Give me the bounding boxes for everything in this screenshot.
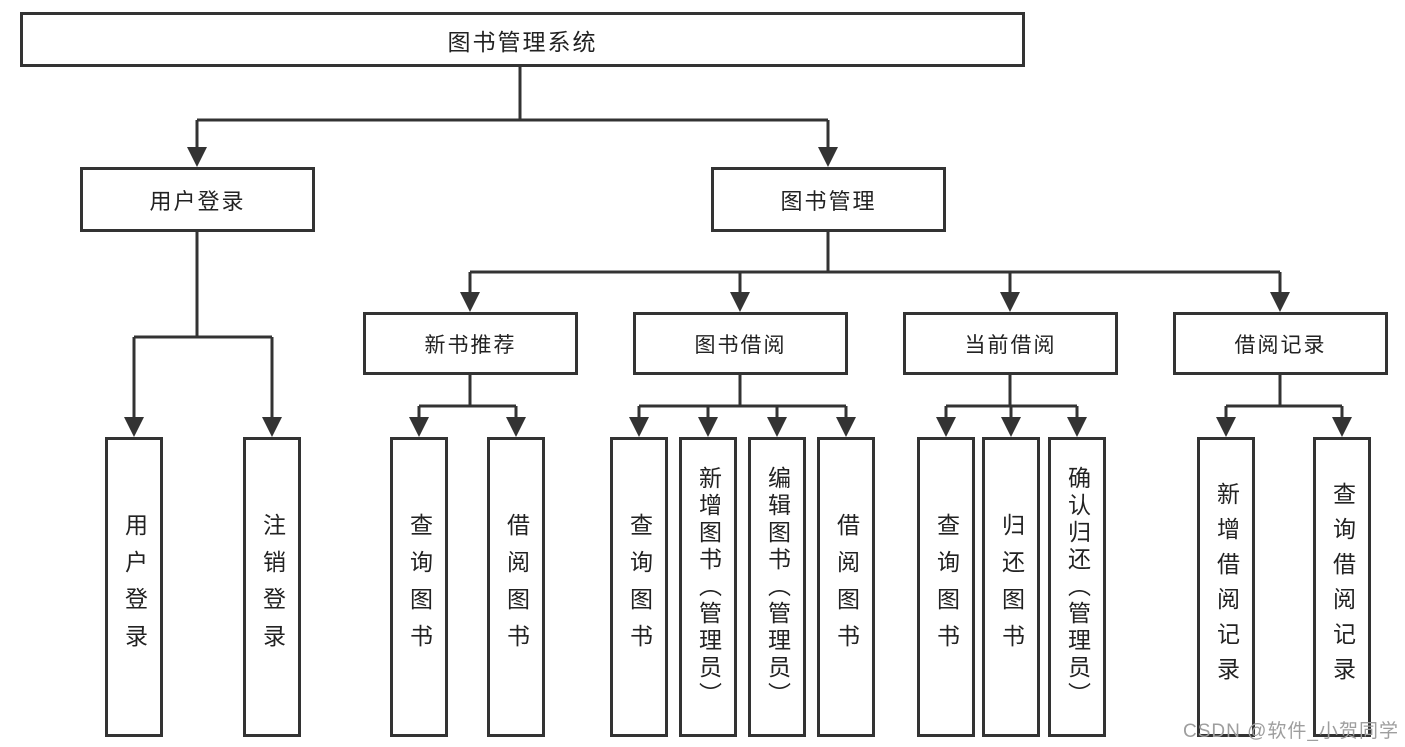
node-current-borrow: 当前借阅 (903, 312, 1118, 375)
leaf-bookborrow-edit: 编辑图书（管理员） (748, 437, 806, 737)
leaf-records-query-label: 查询借阅记录 (1329, 482, 1356, 692)
leaf-currentborrow-confirm-label: 确认归还（管理员） (1064, 465, 1091, 709)
node-root-label: 图书管理系统 (447, 28, 598, 55)
node-user-login: 用户登录 (80, 167, 315, 232)
arrowheads (124, 147, 1352, 437)
node-new-books-label: 新书推荐 (424, 333, 517, 357)
leaf-records-add: 新增借阅记录 (1197, 437, 1255, 737)
leaf-bookborrow-borrow-label: 借阅图书 (833, 513, 860, 661)
leaf-bookborrow-add: 新增图书（管理员） (679, 437, 737, 737)
node-book-mgmt: 图书管理 (711, 167, 946, 232)
leaf-bookborrow-borrow: 借阅图书 (817, 437, 875, 737)
leaf-currentborrow-query: 查询图书 (917, 437, 975, 737)
connector-lines (132, 67, 1344, 420)
node-book-borrow-label: 图书借阅 (694, 333, 787, 357)
leaf-newbooks-query-label: 查询图书 (406, 513, 433, 661)
csdn-watermark: CSDN @软件_小贺同学 (1183, 721, 1399, 742)
leaf-bookborrow-add-label: 新增图书（管理员） (695, 465, 722, 709)
node-book-mgmt-label: 图书管理 (780, 188, 877, 214)
leaf-newbooks-query: 查询图书 (390, 437, 448, 737)
node-new-books: 新书推荐 (363, 312, 578, 375)
leaf-logout: 注销登录 (243, 437, 301, 737)
leaf-logout-label: 注销登录 (259, 513, 286, 661)
leaf-user-login: 用户登录 (105, 437, 163, 737)
leaf-bookborrow-edit-label: 编辑图书（管理员） (764, 465, 791, 709)
leaf-newbooks-borrow: 借阅图书 (487, 437, 545, 737)
leaf-newbooks-borrow-label: 借阅图书 (503, 513, 530, 661)
node-root: 图书管理系统 (20, 12, 1025, 67)
node-borrow-records-label: 借阅记录 (1234, 333, 1327, 357)
leaf-currentborrow-return-label: 归还图书 (998, 513, 1025, 661)
leaf-currentborrow-query-label: 查询图书 (933, 513, 960, 661)
leaf-user-login-label: 用户登录 (121, 513, 148, 661)
node-user-login-label: 用户登录 (149, 188, 246, 214)
leaf-records-query: 查询借阅记录 (1313, 437, 1371, 737)
leaf-currentborrow-confirm: 确认归还（管理员） (1048, 437, 1106, 737)
node-current-borrow-label: 当前借阅 (964, 333, 1057, 357)
leaf-records-add-label: 新增借阅记录 (1213, 482, 1240, 692)
node-borrow-records: 借阅记录 (1173, 312, 1388, 375)
leaf-bookborrow-query-label: 查询图书 (626, 513, 653, 661)
leaf-bookborrow-query: 查询图书 (610, 437, 668, 737)
node-book-borrow: 图书借阅 (633, 312, 848, 375)
leaf-currentborrow-return: 归还图书 (982, 437, 1040, 737)
